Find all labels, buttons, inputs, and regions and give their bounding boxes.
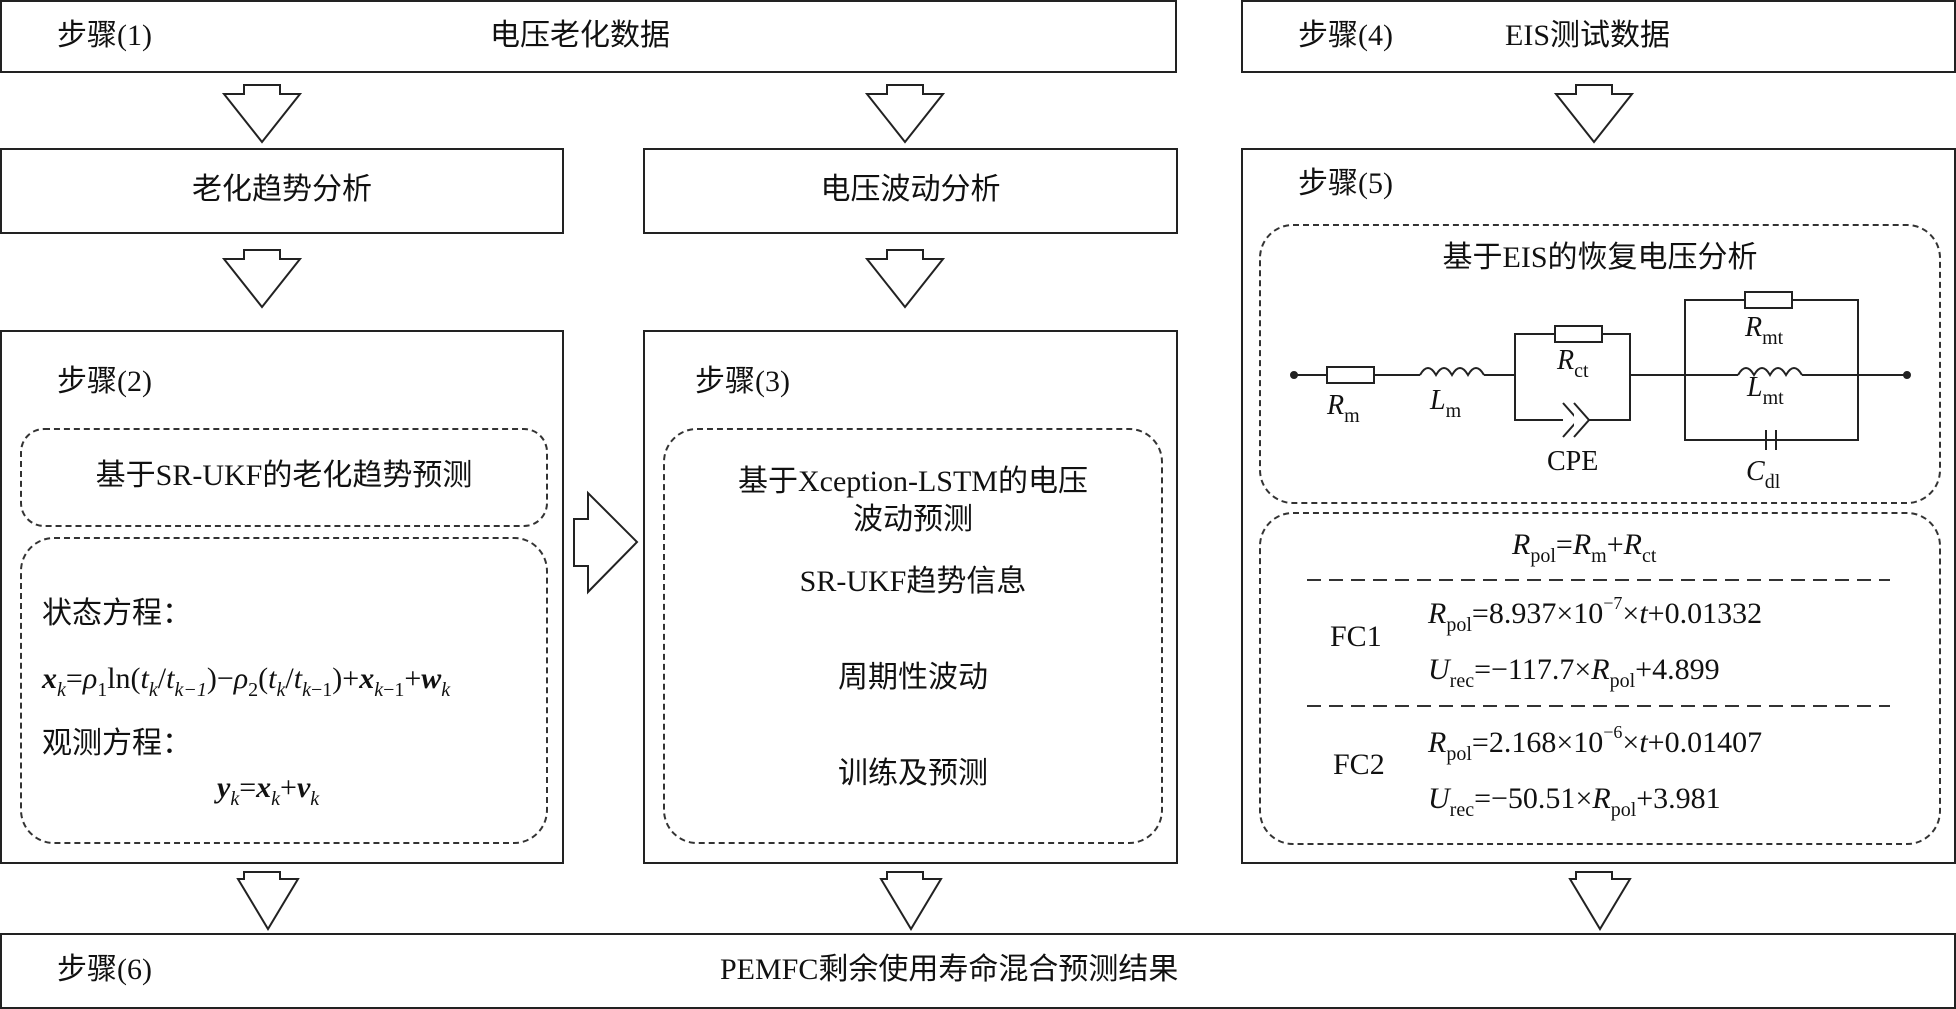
rmt-label: Rmt (1745, 312, 1784, 349)
inductor-lmt-icon (1737, 367, 1803, 378)
step4-box: 步骤(4) EIS测试数据 (1241, 0, 1956, 73)
step5-label: 步骤(5) (1298, 167, 1393, 200)
step3-method-line1: 基于Xception-LSTM的电压 (738, 465, 1088, 498)
voltage-fluctuation-analysis-box: 电压波动分析 (643, 148, 1178, 234)
arrow-down-icon (1553, 84, 1635, 144)
state-equation: xk=ρ1ln(tk/tk−1)−ρ2(tk/tk−1)+xk−1+wk (42, 662, 451, 701)
step2-method-box: 基于SR-UKF的老化趋势预测 (20, 428, 548, 527)
step3-method-line2: 波动预测 (853, 503, 973, 536)
fc1-urec-equation: Urec=−117.7×Rpol+4.899 (1428, 653, 1720, 692)
state-equation-label: 状态方程： (42, 597, 192, 630)
cdl-label: Cdl (1746, 456, 1781, 493)
lm-label: Lm (1430, 385, 1462, 422)
aging-trend-analysis-box: 老化趋势分析 (0, 148, 564, 234)
arrow-down-icon (864, 249, 946, 309)
rm-label: Rm (1327, 390, 1360, 427)
lmt-label: Lmt (1747, 372, 1784, 409)
step4-title: EIS测试数据 (1505, 19, 1670, 52)
arrow-down-icon (236, 871, 300, 931)
resistor-rct-icon (1554, 325, 1603, 343)
voltage-fluctuation-analysis-label: 电压波动分析 (820, 173, 1001, 206)
step3-flow-item: 训练及预测 (838, 757, 988, 790)
arrow-down-icon (221, 84, 303, 144)
fc2-rpol-equation: Rpol=2.168×10−6×t+0.01407 (1428, 722, 1763, 765)
equivalent-circuit (1290, 291, 1911, 450)
step1-label: 步骤(1) (57, 19, 152, 52)
step6-title: PEMFC剩余使用寿命混合预测结果 (720, 953, 1179, 986)
step3-method-box: 基于Xception-LSTM的电压 波动预测 SR-UKF趋势信息 周期性波动… (663, 428, 1163, 844)
fc1-rpol-equation: Rpol=8.937×10−7×t+0.01332 (1428, 593, 1763, 636)
fc2-label: FC2 (1333, 748, 1385, 781)
arrow-down-icon (221, 249, 303, 309)
step2-label: 步骤(2) (57, 365, 152, 398)
arrow-right-icon (573, 490, 639, 595)
step5-box: 步骤(5) 基于EIS的恢复电压分析 (1241, 148, 1956, 864)
cpe-icon (1562, 402, 1591, 438)
arrow-down-icon (879, 871, 943, 931)
formula-box (1259, 512, 1941, 845)
fc2-urec-equation: Urec=−50.51×Rpol+3.981 (1428, 782, 1721, 821)
capacitor-cdl-icon (1765, 430, 1777, 450)
step2-box: 步骤(2) 基于SR-UKF的老化趋势预测 状态方程： xk=ρ1ln(tk/t… (0, 330, 564, 864)
rct-label: Rct (1557, 345, 1589, 382)
step2-equations-box: 状态方程： xk=ρ1ln(tk/tk−1)−ρ2(tk/tk−1)+xk−1+… (20, 537, 548, 844)
cpe-label: CPE (1547, 446, 1599, 477)
eis-analysis-title: 基于EIS的恢复电压分析 (1442, 241, 1758, 274)
step4-label: 步骤(4) (1298, 19, 1393, 52)
step6-label: 步骤(6) (57, 953, 152, 986)
eis-analysis-box: 基于EIS的恢复电压分析 (1259, 224, 1941, 504)
step3-box: 步骤(3) 基于Xception-LSTM的电压 波动预测 SR-UKF趋势信息… (643, 330, 1178, 864)
arrow-down-icon (864, 84, 946, 144)
step2-method: 基于SR-UKF的老化趋势预测 (95, 459, 473, 492)
step1-box: 步骤(1) 电压老化数据 (0, 0, 1177, 73)
aging-trend-analysis-label: 老化趋势分析 (192, 173, 372, 206)
inductor-lm-icon (1419, 367, 1485, 378)
rpol-definition: Rpol=Rm+Rct (1512, 528, 1657, 567)
observation-equation: yk=xk+vk (217, 771, 320, 810)
step3-label: 步骤(3) (695, 365, 790, 398)
fc1-label: FC1 (1330, 620, 1382, 653)
arrow-down-icon (1568, 871, 1632, 931)
resistor-rmt-icon (1744, 291, 1793, 309)
step1-title: 电压老化数据 (490, 19, 670, 52)
step6-box: 步骤(6) PEMFC剩余使用寿命混合预测结果 (0, 933, 1956, 1009)
observation-equation-label: 观测方程： (42, 727, 192, 760)
step3-flow-item: 周期性波动 (838, 661, 988, 694)
step3-flow-item: SR-UKF趋势信息 (799, 565, 1027, 598)
